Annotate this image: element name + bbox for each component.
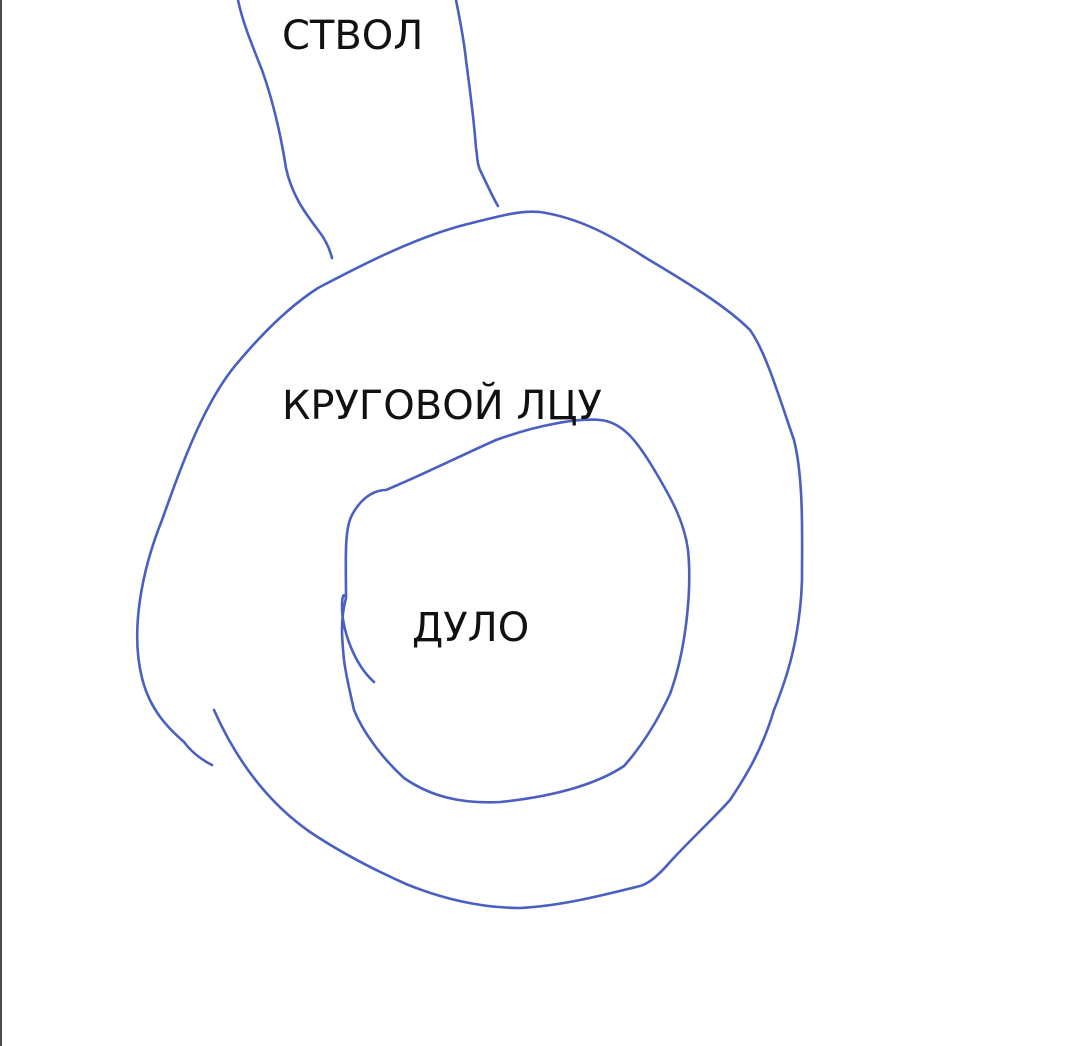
barrel-right-line (454, 0, 500, 208)
page-edge-divider (0, 0, 2, 1046)
barrel-label: СТВОЛ (282, 13, 424, 59)
barrel-left-line (236, 0, 334, 260)
outer-ring-line (135, 210, 804, 910)
inner-ring-line (340, 418, 691, 804)
muzzle-label: ДУЛО (412, 605, 530, 651)
ring-label: КРУГОВОЙ ЛЦУ (282, 383, 602, 429)
